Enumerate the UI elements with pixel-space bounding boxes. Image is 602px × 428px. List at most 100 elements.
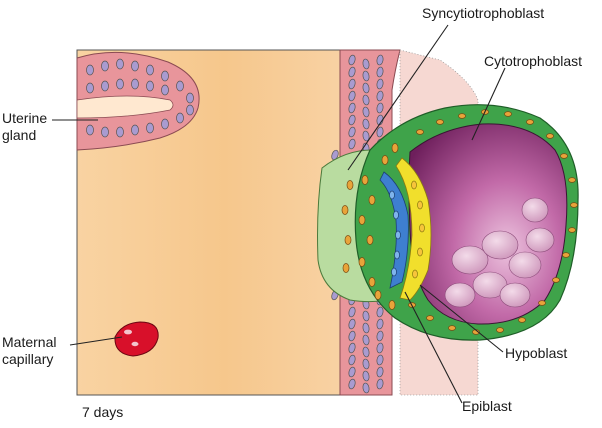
cell-nucleus: [362, 346, 370, 358]
cell-nucleus: [395, 230, 401, 240]
cell-nucleus: [362, 130, 370, 142]
cavity-cell: [451, 245, 489, 275]
cell-nucleus: [417, 247, 423, 257]
cell-nucleus: [146, 122, 154, 134]
cell-nucleus: [448, 325, 456, 331]
cell-nucleus: [86, 124, 94, 136]
cell-nucleus: [348, 90, 356, 102]
cell-nucleus: [86, 64, 94, 76]
cell-nucleus: [362, 334, 370, 346]
cell-nucleus: [131, 78, 139, 90]
cell-nucleus: [101, 126, 109, 138]
leader-epiblast: [404, 291, 463, 404]
cell-nucleus: [131, 60, 139, 72]
cell-nucleus: [546, 133, 554, 139]
cell-nucleus: [376, 78, 384, 90]
cell-nucleus: [518, 317, 526, 323]
cell-nucleus: [416, 129, 424, 135]
cell-nucleus: [388, 300, 396, 310]
cavity-cell: [444, 282, 476, 308]
cell-nucleus: [538, 300, 546, 306]
label-uterine-gland-2: gland: [2, 127, 37, 143]
cell-nucleus: [348, 138, 356, 150]
cell-nucleus: [116, 126, 124, 138]
cell-nucleus: [176, 80, 184, 92]
cell-nucleus: [362, 82, 370, 94]
cell-nucleus: [361, 175, 369, 185]
cell-nucleus: [348, 66, 356, 78]
cavity-cell: [508, 251, 542, 279]
cell-nucleus: [568, 227, 576, 233]
cell-nucleus: [176, 112, 184, 124]
cell-nucleus: [458, 113, 466, 119]
cell-nucleus: [146, 80, 154, 92]
cell-nucleus: [362, 58, 370, 70]
cell-nucleus: [426, 315, 434, 321]
cell-nucleus: [504, 111, 512, 117]
cavity-cell: [525, 227, 555, 253]
cell-nucleus: [362, 382, 370, 394]
cell-nucleus: [358, 215, 366, 225]
leader-syncytiotrophoblast: [347, 24, 449, 171]
cell-nucleus: [161, 84, 169, 96]
cell-nucleus: [362, 94, 370, 106]
cell-nucleus: [412, 269, 418, 279]
cell-nucleus: [391, 143, 399, 153]
cell-nucleus: [116, 58, 124, 70]
cavity-cell: [481, 230, 519, 260]
cell-nucleus: [362, 310, 370, 322]
cell-nucleus: [342, 263, 350, 273]
cell-nucleus: [131, 124, 139, 136]
label-epiblast: Epiblast: [462, 398, 512, 414]
cell-nucleus: [348, 342, 356, 354]
cell-nucleus: [348, 102, 356, 114]
cell-nucleus: [376, 126, 384, 138]
uterine-gland: [76, 51, 200, 151]
cell-nucleus: [348, 378, 356, 390]
cell-nucleus: [560, 153, 568, 159]
label-cytotrophoblast: Cytotrophoblast: [484, 53, 583, 69]
cell-nucleus: [376, 54, 384, 66]
cell-nucleus: [496, 327, 504, 333]
maternal-capillary: [114, 321, 159, 357]
cell-nucleus: [570, 202, 578, 208]
label-syncytiotrophoblast: Syncytiotrophoblast: [422, 5, 545, 21]
label-stage: 7 days: [82, 404, 124, 420]
cell-nucleus: [346, 180, 354, 190]
epiblast-layer: [379, 171, 409, 289]
cell-nucleus: [417, 200, 423, 210]
cell-nucleus: [376, 330, 384, 342]
cell-nucleus: [348, 126, 356, 138]
cell-nucleus: [348, 54, 356, 66]
cell-nucleus: [362, 118, 370, 130]
leader-lines: [52, 24, 506, 404]
cell-nucleus: [552, 277, 560, 283]
cell-nucleus: [419, 223, 425, 233]
cell-nucleus: [376, 90, 384, 102]
cell-nucleus: [376, 102, 384, 114]
cell-nucleus: [358, 257, 366, 267]
cell-nucleus: [393, 210, 399, 220]
cell-nucleus: [146, 64, 154, 76]
cell-nucleus: [344, 235, 352, 245]
cell-nucleus: [362, 358, 370, 370]
cell-nucleus: [348, 114, 356, 126]
cell-nucleus: [391, 267, 397, 277]
cell-nucleus: [161, 70, 169, 82]
leader-maternal-capillary: [69, 336, 123, 346]
label-uterine-gland-1: Uterine: [2, 110, 48, 126]
cell-nucleus: [341, 205, 349, 215]
cavity-cell: [521, 197, 549, 223]
cell-nucleus: [116, 78, 124, 90]
cell-nucleus: [366, 235, 374, 245]
cell-nucleus: [186, 104, 194, 116]
hypoblast-layer: [395, 157, 432, 301]
cell-nucleus: [348, 306, 356, 318]
cell-nucleus: [394, 250, 400, 260]
cell-nucleus: [376, 66, 384, 78]
cell-nucleus: [348, 318, 356, 330]
cell-nucleus: [101, 60, 109, 72]
cell-nucleus: [568, 177, 576, 183]
cell-nucleus: [376, 378, 384, 390]
